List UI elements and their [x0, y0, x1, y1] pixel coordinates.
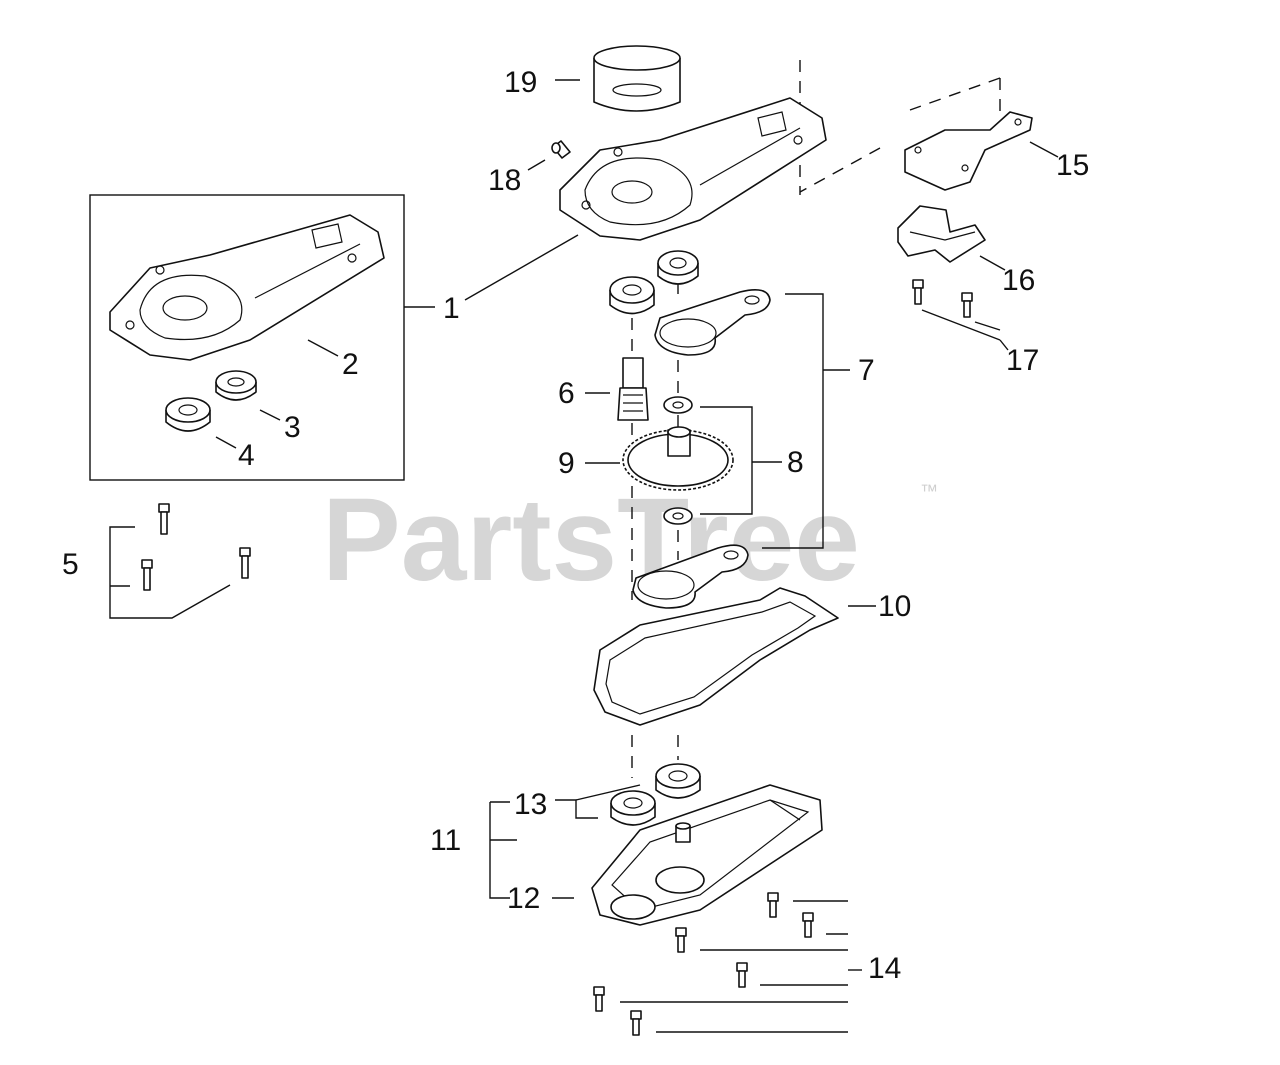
- part-8-washers: [663, 396, 693, 525]
- leader-lines: [109, 79, 1059, 1033]
- callout-14: 14: [868, 952, 901, 985]
- part-19-cup: [593, 45, 681, 112]
- partstree-watermark: PartsTree: [322, 474, 860, 606]
- callout-10: 10: [878, 590, 911, 623]
- callout-4: 4: [238, 439, 255, 472]
- callout-17: 17: [1006, 344, 1039, 377]
- callout-19: 19: [504, 66, 537, 99]
- part-4-bearing: [165, 397, 211, 432]
- part-17-screws: [912, 279, 973, 318]
- part-12-lower-gear-case: [591, 784, 823, 926]
- callout-15: 15: [1056, 149, 1089, 182]
- part-15-plate: [904, 111, 1033, 191]
- part-14-screws: [593, 892, 814, 1036]
- part-6-pinion: [617, 357, 649, 421]
- callout-7: 7: [858, 354, 875, 387]
- callout-9: 9: [558, 447, 575, 480]
- callout-1: 1: [443, 292, 460, 325]
- callout-11: 11: [430, 824, 461, 857]
- callout-13: 13: [514, 788, 547, 821]
- callout-8: 8: [787, 446, 804, 479]
- callout-6: 6: [558, 377, 575, 410]
- detail-box-part-1: [89, 194, 405, 481]
- callout-18: 18: [488, 164, 521, 197]
- part-7-connecting-rod-lower: [632, 544, 749, 609]
- bearing-upper-left: [609, 276, 655, 315]
- part-3-bearing: [215, 370, 257, 401]
- callout-labels: 1 2 3 4 5 6 7 8 9 10 11 12 13 14 15 16 1…: [62, 66, 1089, 985]
- callout-3: 3: [284, 411, 301, 444]
- part-13-bearing-left: [610, 790, 656, 826]
- part-1-upper-gear-case: [559, 97, 827, 241]
- part-2-gear-case: [109, 214, 385, 361]
- callout-2: 2: [342, 348, 359, 381]
- callout-16: 16: [1002, 264, 1035, 297]
- part-7-connecting-rod-upper: [654, 289, 771, 356]
- part-13-bearing-right: [655, 763, 701, 799]
- part-16-bracket: [897, 205, 986, 263]
- trademark-symbol: ™: [920, 481, 938, 501]
- part-10-gasket: [593, 587, 839, 726]
- part-9-gear: [622, 426, 734, 491]
- part-5-screws: [141, 503, 251, 591]
- part-18-grease-fitting: [551, 140, 571, 159]
- callout-12: 12: [507, 882, 540, 915]
- bearing-upper-right: [657, 250, 699, 285]
- callout-5: 5: [62, 548, 79, 581]
